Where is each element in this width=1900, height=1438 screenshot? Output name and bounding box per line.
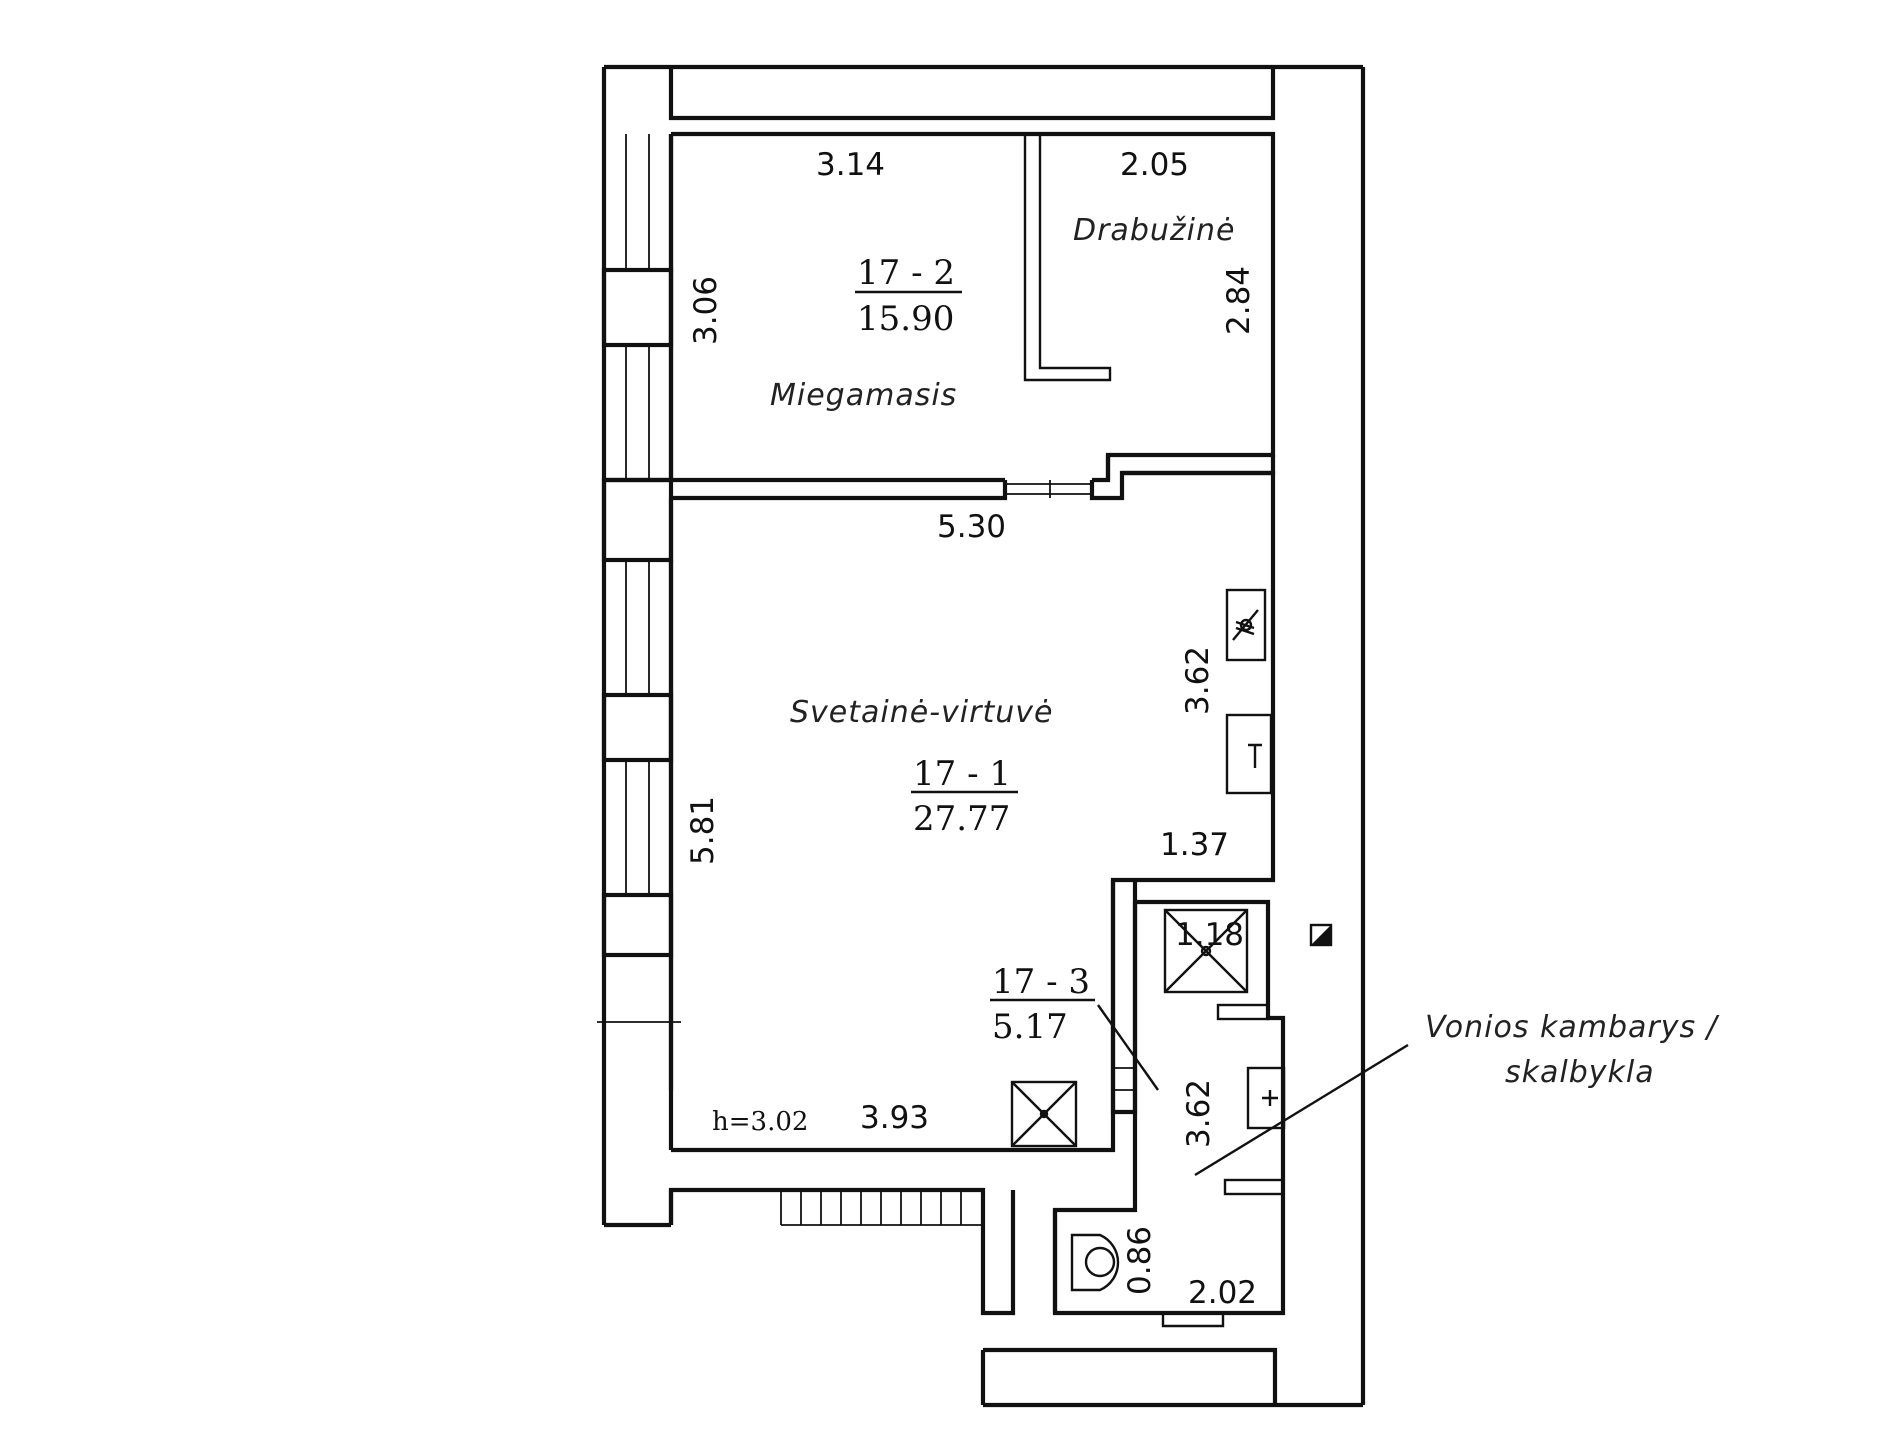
wall-pillar xyxy=(601,892,674,958)
dim-living-top: 5.30 xyxy=(937,509,1006,545)
bath-label-line1: Vonios kambarys / xyxy=(1425,1010,1720,1045)
stairs xyxy=(780,1190,983,1226)
kitchen-fixtures xyxy=(1225,588,1273,795)
bath-door-swing xyxy=(1097,1004,1159,1091)
left-exterior-wall xyxy=(597,134,681,1090)
washbasin-icon xyxy=(1246,1066,1286,1130)
electrical-panel-icon xyxy=(1309,923,1333,947)
dim-kitchen-height: 3.62 xyxy=(1180,646,1216,715)
room-number-bedroom: 17 - 2 15.90 xyxy=(855,253,962,339)
towel-rail-icon xyxy=(1216,1003,1270,1021)
dim-living-height: 5.81 xyxy=(685,796,721,865)
bedroom-room xyxy=(668,131,1276,480)
stove-icon xyxy=(1225,588,1267,662)
dim-bedroom-width: 3.14 xyxy=(816,147,885,183)
bath-number: 17 - 3 xyxy=(992,962,1090,1002)
toilet-icon xyxy=(1070,1233,1120,1292)
room-number-living: 17 - 1 27.77 xyxy=(911,754,1018,839)
bedroom-number: 17 - 2 xyxy=(857,253,955,293)
wardrobe-label: Drabužinė xyxy=(1073,213,1235,248)
ventilation-icon xyxy=(1010,1080,1078,1148)
living-area: 27.77 xyxy=(913,799,1010,839)
living-kitchen-room xyxy=(668,470,1276,1153)
bath-label-leader xyxy=(1194,1043,1409,1177)
ceiling-height: h=3.02 xyxy=(712,1107,808,1137)
dim-wardrobe-height: 2.84 xyxy=(1221,266,1257,335)
living-label: Svetainė-virtuvė xyxy=(790,695,1053,730)
dim-kitchen-step: 1.37 xyxy=(1160,827,1229,863)
dim-shower: 1.18 xyxy=(1175,917,1244,953)
bathroom-fixtures xyxy=(1070,908,1286,1292)
dim-wc-depth: 0.86 xyxy=(1122,1226,1158,1295)
washing-machine-icon xyxy=(1223,1178,1285,1196)
bathroom-room xyxy=(1052,880,1286,1328)
room-number-bath: 17 - 3 5.17 xyxy=(990,962,1095,1047)
wall-pillar xyxy=(601,692,674,763)
wall-pillar xyxy=(601,267,674,348)
bedroom-living-wall xyxy=(604,455,1276,501)
wall-pillar xyxy=(601,477,674,563)
sink-icon xyxy=(1225,713,1273,795)
dim-bath-height: 3.62 xyxy=(1181,1079,1217,1148)
dim-bedroom-height: 3.06 xyxy=(688,276,724,345)
bedroom-label: Miegamasis xyxy=(770,378,957,413)
shower-icon xyxy=(1163,908,1249,994)
dim-living-bottom: 3.93 xyxy=(860,1100,929,1136)
dim-bath-width: 2.02 xyxy=(1188,1275,1257,1311)
bath-area: 5.17 xyxy=(992,1007,1068,1047)
wardrobe-partition xyxy=(1023,134,1112,382)
outer-walls xyxy=(601,64,1366,1408)
living-number: 17 - 1 xyxy=(913,754,1011,794)
bedroom-area: 15.90 xyxy=(857,299,954,339)
dim-wardrobe-width: 2.05 xyxy=(1120,147,1189,183)
bath-label-line2: skalbykla xyxy=(1505,1055,1655,1090)
